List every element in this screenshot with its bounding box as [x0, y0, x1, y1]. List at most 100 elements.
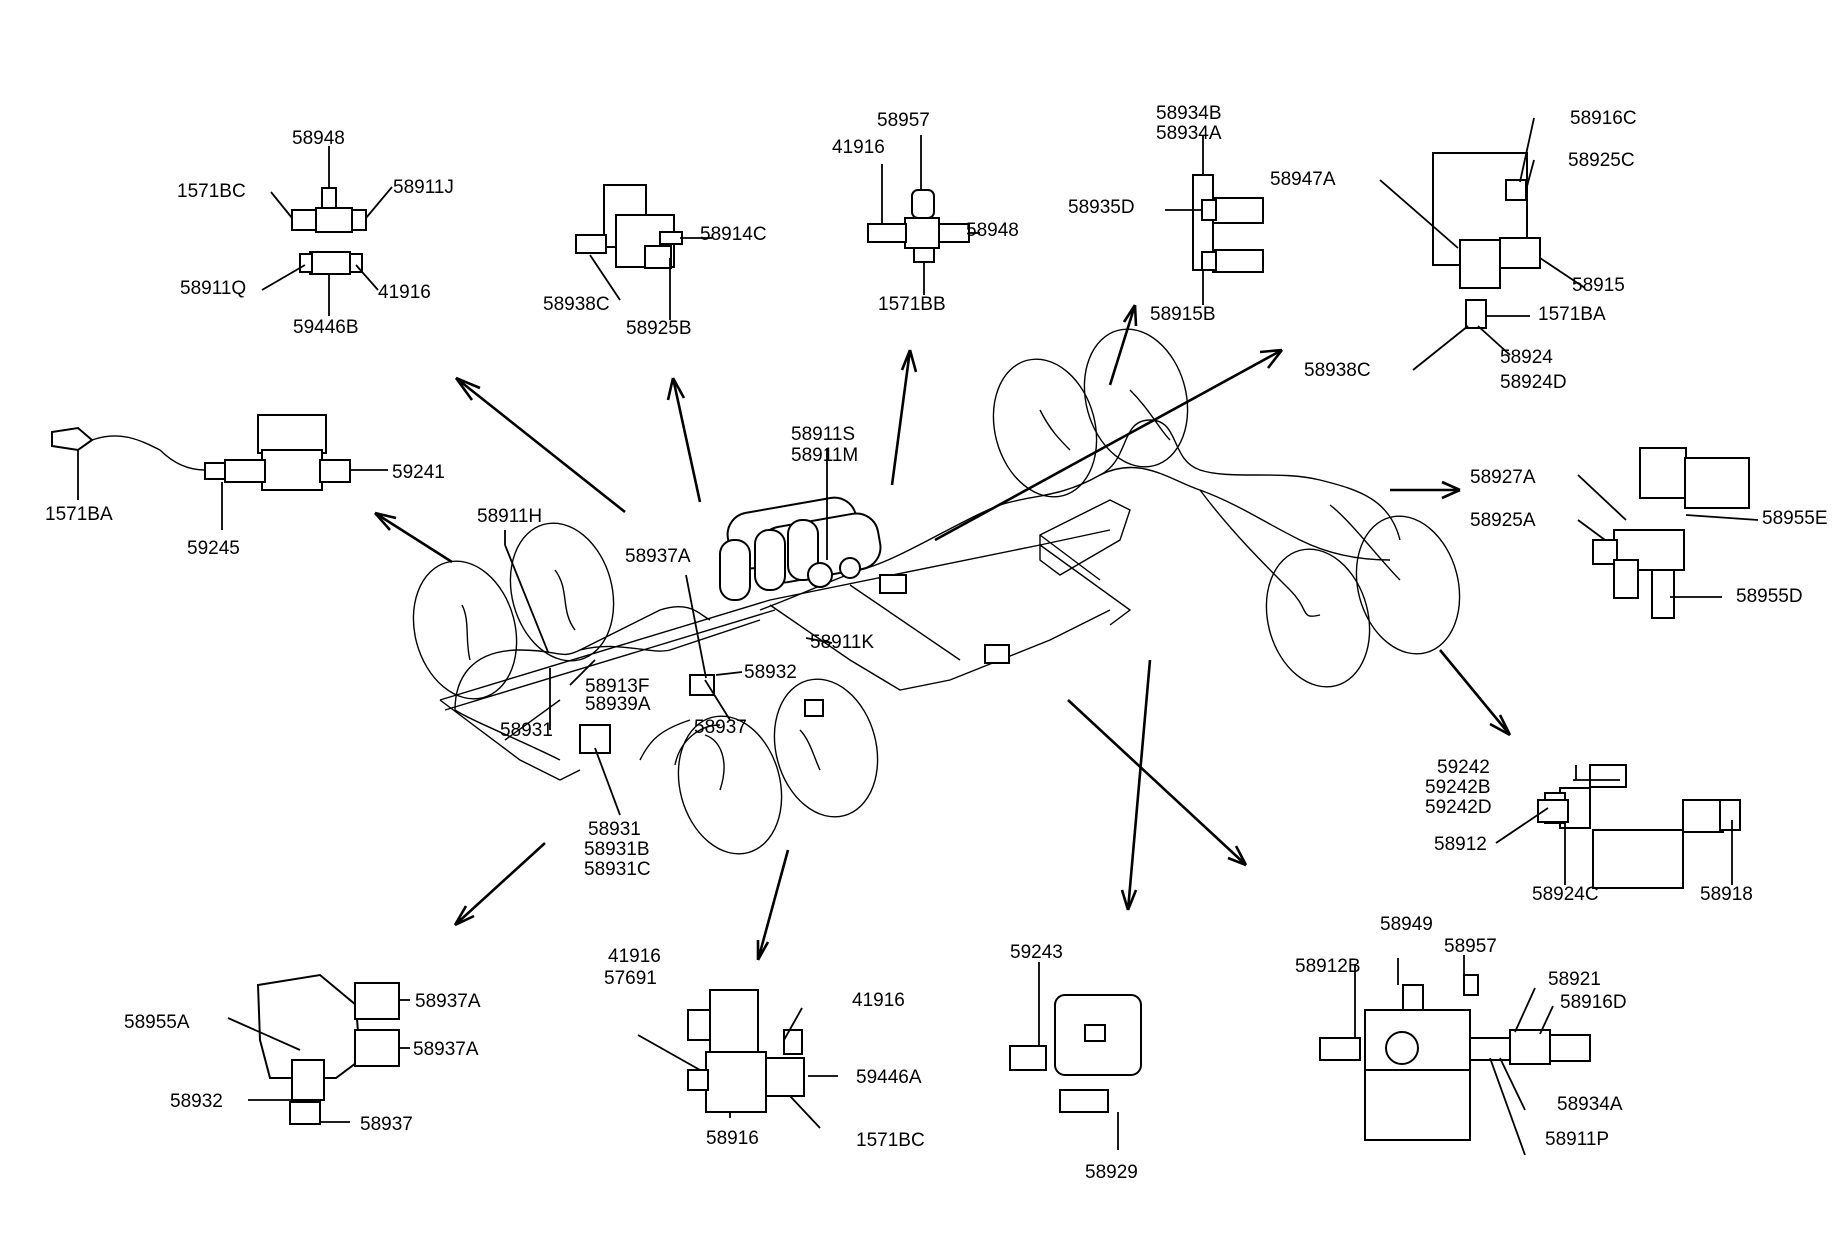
detail-valve-block — [575, 184, 712, 320]
label-58911k: 58911K — [810, 632, 874, 653]
brake-line — [674, 724, 721, 766]
label-58955a: 58955A — [124, 1012, 190, 1033]
label-59242b: 59242B — [1425, 777, 1491, 798]
arrow-to-bottom-right — [1067, 699, 1248, 867]
label-59446b: 59446B — [293, 317, 359, 338]
label-58911j: 58911J — [393, 177, 454, 198]
arrow-to-top-middle — [890, 349, 918, 486]
detail-bottom-right-valve — [1319, 955, 1591, 1156]
label-58938c-right: 58938C — [1304, 360, 1371, 381]
label-58934a-top: 58934A — [1156, 123, 1222, 144]
label-58927a: 58927A — [1470, 467, 1536, 488]
brake-line — [639, 719, 691, 761]
detail-tank-valve — [1379, 117, 1586, 371]
label-58957-bottom: 58957 — [1444, 936, 1497, 957]
label-58916c: 58916C — [1570, 108, 1637, 129]
label-58929: 58929 — [1085, 1162, 1138, 1183]
rear-platform — [1039, 499, 1131, 576]
label-41916-top-middle: 41916 — [832, 137, 885, 158]
frame-rail — [1039, 544, 1132, 626]
label-58937a-bottom-2: 58937A — [413, 1039, 479, 1060]
label-41916-bottom-2: 41916 — [852, 990, 905, 1011]
brake-line — [1129, 389, 1171, 441]
label-58911p: 58911P — [1545, 1129, 1609, 1150]
label-58937a-center: 58937A — [625, 546, 691, 567]
detail-right-valve — [1577, 447, 1759, 619]
brake-line — [1099, 419, 1401, 541]
frame-rail — [769, 604, 1111, 691]
label-58934b: 58934B — [1156, 103, 1222, 124]
arrow-to-bottom-center-right — [1120, 659, 1152, 911]
part-labels: 58948 1571BC 58911J 58911Q 41916 59446B … — [45, 103, 1828, 1183]
label-58911m: 58911M — [791, 445, 858, 466]
wheel-rear-right-inner — [1355, 515, 1461, 655]
valve-junction-body — [984, 644, 1010, 664]
arrow-to-top-center — [666, 377, 702, 503]
air-tanks — [719, 496, 882, 601]
label-59242: 59242 — [1437, 757, 1490, 778]
detail-cross-fitting — [261, 146, 393, 316]
label-59446a: 59446A — [856, 1067, 922, 1088]
label-58913f: 58913F — [585, 676, 649, 697]
label-58939a: 58939A — [585, 694, 651, 715]
label-58932-bottom: 58932 — [170, 1091, 223, 1112]
label-58921: 58921 — [1548, 969, 1601, 990]
frame-rail — [849, 584, 961, 661]
brake-line — [1039, 409, 1071, 451]
label-58916: 58916 — [706, 1128, 759, 1149]
label-59241: 59241 — [392, 462, 445, 483]
brake-line — [799, 729, 821, 771]
label-59242d: 59242D — [1425, 797, 1492, 818]
arrow-to-top-right — [1108, 304, 1138, 386]
brake-line — [1199, 489, 1321, 617]
arrow-to-top-left — [454, 376, 626, 514]
label-58934a-bottom: 58934A — [1557, 1094, 1623, 1115]
frame-rail — [439, 529, 1111, 701]
detail-bottom-left-valve — [227, 973, 410, 1125]
detail-bulkhead — [1165, 135, 1264, 305]
detail-bottom-valve — [637, 989, 838, 1129]
label-58948-top: 58948 — [292, 128, 345, 149]
label-58915b: 58915B — [1150, 304, 1216, 325]
arrow-to-right — [1390, 480, 1461, 500]
label-58911q: 58911Q — [180, 278, 246, 299]
label-41916-top-left: 41916 — [378, 282, 431, 303]
label-58937-center: 58937 — [694, 717, 747, 738]
frame-rail — [444, 609, 776, 711]
label-58918: 58918 — [1700, 884, 1753, 905]
central-leaders — [504, 448, 833, 816]
label-58911h: 58911H — [477, 506, 542, 527]
chassis-assembly — [412, 328, 1461, 855]
detail-tee-fitting — [867, 135, 980, 295]
label-59243: 59243 — [1010, 942, 1063, 963]
label-58932-center: 58932 — [744, 662, 797, 683]
label-58924c: 58924C — [1532, 884, 1599, 905]
wheel-rear-left-inner — [1083, 328, 1189, 468]
brake-line — [704, 734, 725, 791]
brake-line — [554, 569, 576, 631]
label-58924: 58924 — [1500, 347, 1553, 368]
arrow-to-right-lower — [1438, 649, 1512, 737]
label-1571bc-bottom: 1571BC — [856, 1130, 925, 1151]
label-59245: 59245 — [187, 538, 240, 559]
valve-58931-body — [579, 724, 611, 754]
label-58948-middle: 58948 — [966, 220, 1019, 241]
label-58931c: 58931C — [584, 859, 651, 880]
label-58937a-bottom-1: 58937A — [415, 991, 481, 1012]
detail-compressor — [1009, 962, 1142, 1150]
label-58955d: 58955D — [1736, 586, 1803, 607]
arrow-to-far-right — [934, 348, 1284, 542]
label-58931-center: 58931 — [500, 720, 553, 741]
label-58916d: 58916D — [1560, 992, 1627, 1013]
label-58924d: 58924D — [1500, 372, 1567, 393]
label-58914c: 58914C — [700, 224, 767, 245]
label-1571bb: 1571BB — [878, 294, 946, 315]
label-58911s: 58911S — [791, 424, 855, 445]
arrow-to-bottom-left — [453, 842, 546, 927]
wheel-front-right-outer — [677, 715, 783, 855]
valve-fitting-body — [804, 699, 824, 717]
label-58925b: 58925B — [626, 318, 692, 339]
frame-rail — [439, 699, 581, 781]
